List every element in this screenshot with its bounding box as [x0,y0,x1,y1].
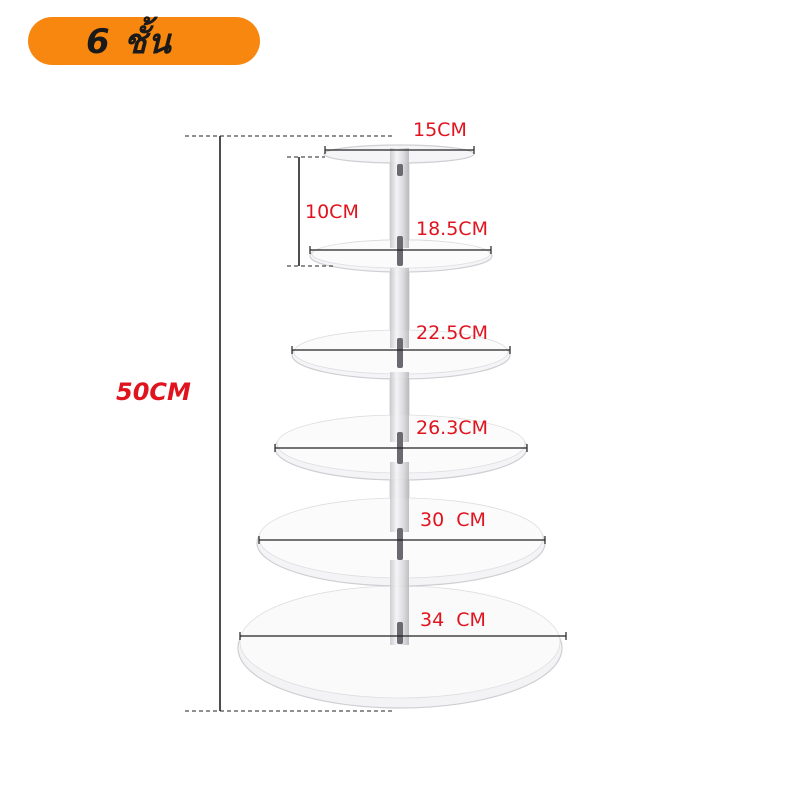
tier-spacing-dimension [287,156,336,267]
pole-segment [390,148,409,248]
diameter-lines [239,146,567,640]
tier-spacing-label: 10CM [305,201,359,223]
tier-4-diameter-label: 26.3CM [416,417,488,439]
tier-3-diameter-label: 22.5CM [416,322,488,344]
total-height-dimension [185,135,392,712]
tier-2-diameter-label: 18.5CM [416,218,488,240]
pole-segment [390,560,409,645]
pole-segment [390,462,409,532]
tier-5-diameter-label: 30 CM [420,509,486,531]
tier-1-diameter-label: 15CM [413,119,467,141]
total-height-label: 50CM [116,378,191,406]
tier-6-diameter-label: 34 CM [420,609,486,631]
pole-segment [390,268,409,348]
tier-count-label: 6 ชั้น [86,22,172,62]
pole-segment [390,372,409,442]
tier-count-badge: 6 ชั้น [28,17,260,65]
